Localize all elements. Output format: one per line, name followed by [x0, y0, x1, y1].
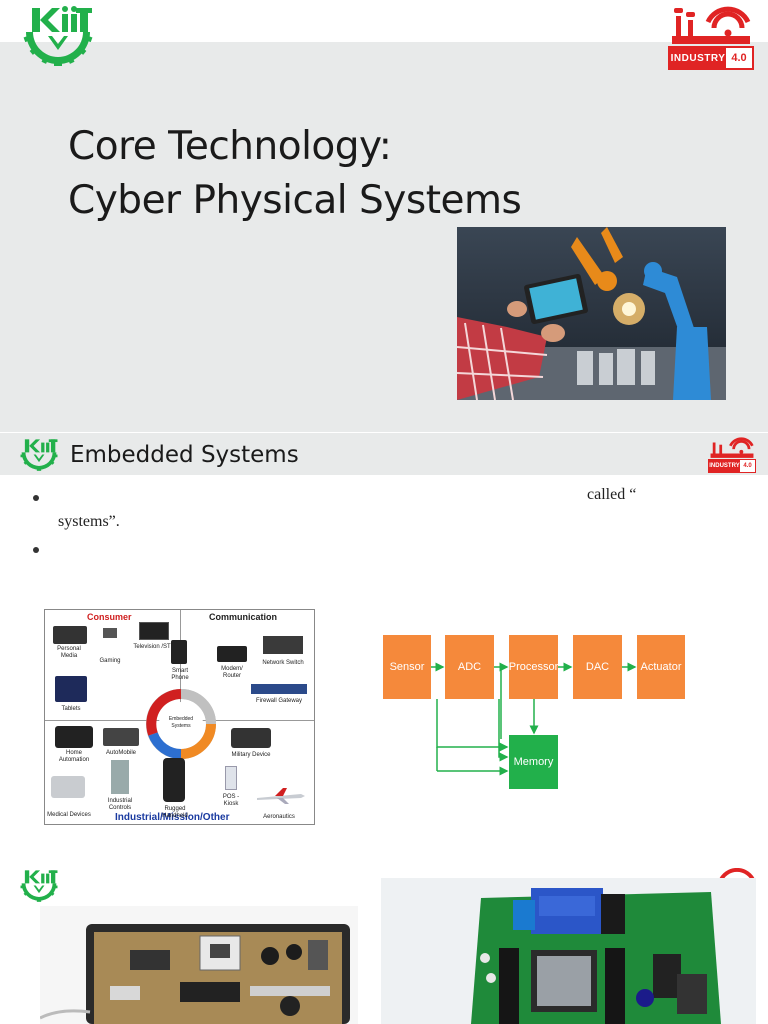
automobile-dashboard-icon — [103, 728, 139, 746]
label-modem-router: Modem/ Router — [221, 666, 243, 679]
slide-header — [0, 433, 768, 475]
kiit-logo-small-icon — [20, 870, 58, 902]
modem-router-icon — [217, 646, 247, 662]
badge-version-label: 4.0 — [731, 52, 747, 64]
badge-industry-label: INDUSTRY — [670, 48, 726, 68]
adc-block: ADC — [445, 635, 494, 699]
rugged-handheld-icon — [163, 758, 185, 802]
home-automation-icon — [55, 726, 93, 748]
airplane-icon — [257, 788, 305, 804]
robot-arm-tablet-photo — [457, 227, 726, 400]
communication-heading: Communication — [209, 612, 278, 622]
label-firewall-gateway: Firewall Gateway — [255, 698, 302, 704]
slide-embedded-boards — [0, 848, 768, 1024]
slide-embedded-systems: Embedded Systems INDUSTRY 4.0 called “ s… — [0, 433, 768, 832]
slide-top-bar — [0, 0, 768, 42]
embedded-block-diagram: Sensor ADC Processor DAC Actuator Memory — [381, 629, 687, 789]
consumer-heading: Consumer — [87, 612, 132, 622]
label-gaming: Gaming — [99, 658, 121, 664]
kiit-logo-small-icon — [20, 439, 58, 471]
network-switch-icon — [263, 636, 303, 654]
label-aeronautics: Aeronautics — [263, 814, 295, 820]
appliance-control-board-photo — [40, 906, 358, 1024]
processor-block: Processor — [509, 635, 558, 699]
badge-industry-label-small: INDUSTRY — [709, 460, 740, 472]
dac-block: DAC — [573, 635, 622, 699]
firewall-gateway-icon — [251, 684, 307, 694]
industry-4-badge: INDUSTRY 4.0 — [668, 6, 754, 70]
label-automobile: AutoMobile — [105, 750, 137, 756]
factory-wifi-icon — [672, 6, 751, 44]
label-smart-phone: Smart Phone — [171, 668, 189, 681]
label-industrial-controls: Industrial Controls — [107, 798, 133, 811]
bullet-dot — [33, 547, 39, 553]
industry-wifi-partial-icon — [718, 868, 756, 882]
title-line-1: Core Technology: — [68, 124, 392, 169]
label-television: Television /STB — [133, 644, 175, 650]
bullet1-line2-text: systems”. — [58, 513, 120, 530]
slide-cyber-physical-systems: INDUSTRY 4.0 Core Technology: Cyber Phys… — [0, 0, 768, 432]
kiit-logo-icon — [23, 6, 93, 66]
smart-phone-icon — [171, 640, 187, 664]
block-diagram-arrows — [431, 662, 637, 776]
embedded-applications-figure: Consumer Communication Industrial/Missio… — [44, 609, 315, 825]
television-icon — [139, 622, 169, 640]
bullet-dot — [33, 495, 39, 501]
label-pos-kiosk: POS - Kiosk — [222, 794, 240, 807]
bullet1-tail-text: called “ — [587, 486, 637, 503]
industrial-controls-icon — [111, 760, 129, 794]
title-line-2: Cyber Physical Systems — [68, 178, 522, 223]
sensor-block: Sensor — [383, 635, 431, 699]
label-rugged-handheld: Rugged Handheld — [162, 806, 188, 819]
industrial-heading: Industrial/Mission/Other — [115, 812, 230, 823]
label-home-automation: Home Automation — [58, 750, 90, 763]
label-tablets: Tablets — [61, 706, 81, 712]
gaming-device-icon — [103, 628, 117, 638]
personal-media-device-icon — [53, 626, 87, 644]
industry-4-badge-small: INDUSTRY 4.0 — [708, 437, 756, 473]
slide-title: Core Technology: Cyber Physical Systems — [68, 120, 522, 228]
label-military-device: Military Device — [231, 752, 271, 758]
tablet-icon — [55, 676, 87, 702]
pos-kiosk-icon — [225, 766, 237, 790]
memory-block: Memory — [509, 735, 558, 789]
label-embedded-systems-center: Embedded Systems — [168, 716, 194, 729]
label-medical-devices: Medical Devices — [47, 812, 91, 818]
badge-version-label-small: 4.0 — [743, 463, 752, 469]
label-network-switch: Network Switch — [262, 660, 304, 666]
label-personal-media: Personal Media — [57, 646, 81, 659]
embedded-systems-ring-icon — [146, 689, 216, 759]
factory-wifi-icon-small — [710, 437, 754, 458]
medical-device-icon — [51, 776, 85, 798]
military-device-icon — [231, 728, 271, 748]
esp8266-relay-board-photo — [381, 878, 756, 1024]
slide-header-title: Embedded Systems — [70, 442, 299, 468]
actuator-block: Actuator — [637, 635, 685, 699]
